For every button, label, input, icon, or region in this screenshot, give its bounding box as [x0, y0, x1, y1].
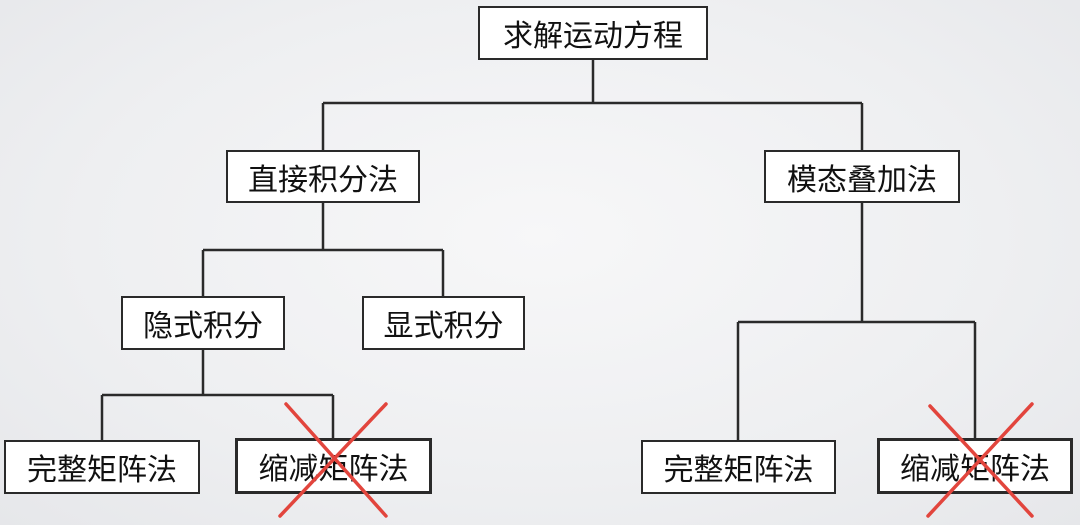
node-explicit-integration: 显式积分	[362, 296, 525, 350]
node-implicit-integration: 隐式积分	[121, 296, 285, 350]
node-direct-integration: 直接积分法	[226, 150, 420, 203]
node-left-reduced-matrix: 缩减矩阵法	[235, 438, 432, 494]
node-modal-superposition: 模态叠加法	[764, 150, 960, 203]
node-right-reduced-matrix: 缩减矩阵法	[877, 438, 1073, 494]
node-right-full-matrix: 完整矩阵法	[641, 440, 836, 494]
node-left-full-matrix: 完整矩阵法	[4, 440, 200, 494]
node-root: 求解运动方程	[478, 6, 708, 60]
